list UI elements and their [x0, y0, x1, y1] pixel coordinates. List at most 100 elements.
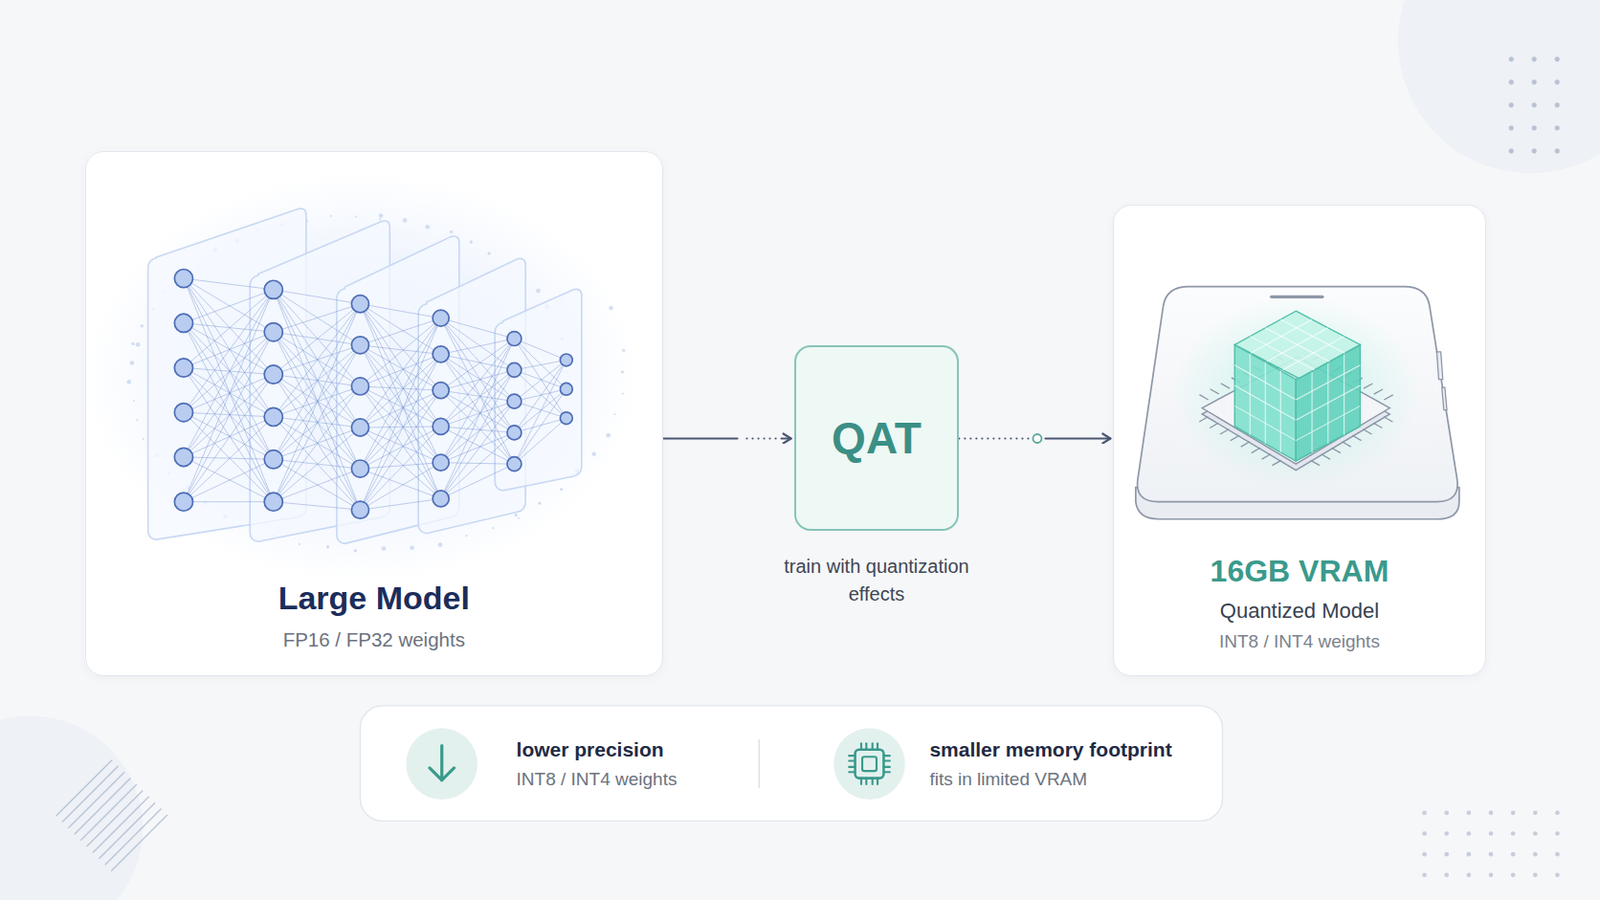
feature-panel	[359, 706, 1223, 822]
chip-base	[1262, 454, 1271, 460]
feature-note: fits in limited VRAM	[929, 769, 1088, 792]
neural-network	[183, 289, 274, 458]
target-card: 16GB VRAMQuantized ModelINT8 / INT4 weig…	[1112, 204, 1486, 677]
feature-note: INT8 / INT4 weights	[516, 769, 678, 792]
neural-network	[622, 349, 625, 353]
neural-network	[432, 382, 449, 400]
chip-pin	[865, 778, 867, 785]
decoration	[1532, 125, 1537, 131]
neural-network	[174, 269, 193, 289]
neural-network	[507, 457, 522, 472]
neural-network	[517, 517, 520, 520]
neural-network	[273, 417, 361, 511]
decoration	[74, 778, 132, 836]
neural-network	[174, 492, 193, 512]
neural-network	[273, 427, 361, 460]
neural-network	[273, 304, 361, 376]
neural-network	[183, 417, 274, 503]
chip-pin	[871, 778, 874, 785]
neural-network	[441, 401, 515, 427]
decoration	[87, 790, 144, 847]
quantized-cube	[1234, 405, 1296, 441]
decoration	[1422, 872, 1427, 878]
neural-network	[183, 289, 274, 324]
neural-network	[351, 295, 369, 313]
chip-base	[1241, 442, 1250, 447]
neural-network	[359, 345, 441, 464]
chip-pin	[883, 755, 889, 757]
neural-network	[359, 390, 441, 469]
chip-base	[1251, 447, 1261, 453]
feature-panel	[758, 739, 761, 789]
neural-network	[264, 492, 283, 512]
chip-pin	[871, 743, 874, 750]
neural-network	[183, 412, 274, 502]
card-fill	[1112, 204, 1486, 677]
neural-network	[613, 413, 616, 416]
decoration	[1511, 831, 1516, 837]
method-label: QAT	[831, 412, 922, 466]
neural-network	[183, 368, 274, 418]
neural-network	[359, 386, 441, 391]
neural-network	[131, 342, 134, 346]
quantized-cube	[1295, 405, 1360, 441]
neural-network	[183, 323, 274, 460]
model-label: Quantized Model	[1220, 599, 1379, 624]
neural-network	[273, 289, 361, 305]
feature-title: lower precision	[516, 737, 665, 762]
neural-network	[441, 432, 515, 499]
chip-pin	[860, 743, 863, 750]
chip-pin	[883, 771, 889, 774]
decoration	[1555, 852, 1560, 858]
decoration	[1509, 125, 1514, 131]
neural-network	[378, 213, 384, 219]
decoration	[1444, 872, 1449, 878]
chip-icon	[862, 756, 877, 772]
chip-base	[1383, 417, 1393, 423]
device-illustration	[1135, 287, 1460, 520]
neural-network	[174, 313, 193, 333]
neural-network	[513, 370, 566, 390]
neural-network	[507, 394, 522, 409]
neural-network	[273, 304, 361, 418]
neural-network	[273, 332, 361, 428]
neural-network	[183, 332, 274, 502]
decoration	[56, 759, 113, 817]
decoration	[1509, 56, 1514, 62]
neural-network	[174, 358, 193, 378]
neural-network	[494, 288, 582, 490]
neural-network	[351, 336, 369, 355]
neural-network	[441, 370, 515, 500]
arrow-icon	[405, 728, 478, 800]
neural-network	[359, 426, 441, 511]
process-box: QATtrain with quantization effects	[794, 345, 960, 532]
neural-network	[273, 502, 361, 512]
neural-network	[183, 459, 274, 502]
neural-network	[183, 375, 274, 503]
neural-network	[264, 323, 283, 342]
neural-network	[273, 289, 361, 346]
neural-network	[432, 346, 449, 363]
decoration	[1488, 811, 1494, 817]
neural-network	[507, 332, 522, 347]
neural-network	[351, 419, 369, 437]
neural-network	[351, 377, 369, 396]
quantized-cube	[1234, 311, 1360, 462]
neural-network	[438, 542, 444, 548]
neural-network	[273, 427, 361, 503]
decoration	[1533, 852, 1538, 858]
chip-base	[1332, 447, 1341, 453]
neural-network	[183, 278, 274, 290]
neural-network	[273, 345, 361, 503]
quantized-cube	[1234, 385, 1296, 421]
neural-network	[298, 543, 301, 546]
neural-network	[183, 289, 274, 369]
feature-panel	[359, 706, 1223, 822]
chip-pin	[876, 778, 879, 785]
neural-network	[441, 338, 515, 427]
neural-network	[273, 468, 361, 503]
neural-network	[449, 230, 453, 234]
decoration	[1488, 831, 1494, 837]
neural-network	[535, 288, 541, 294]
